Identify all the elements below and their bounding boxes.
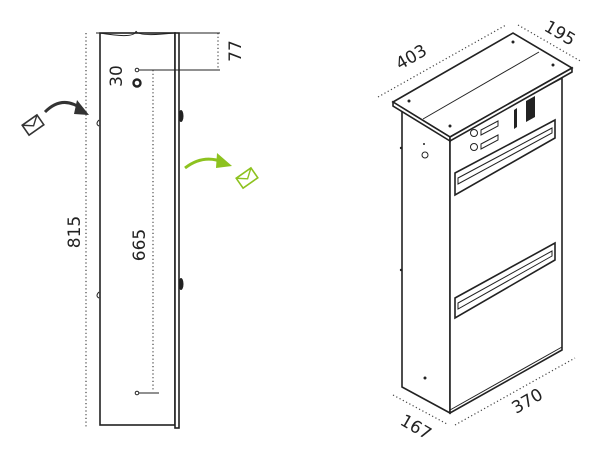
bell-button-icon — [470, 129, 478, 137]
screw — [423, 376, 427, 380]
body-depth-dim-label: 167 — [396, 411, 434, 445]
screw — [551, 63, 555, 67]
mail-slot-flap — [457, 250, 553, 310]
mounting-hole — [132, 78, 142, 88]
top-edge — [96, 30, 182, 37]
body-width-dim-label: 370 — [508, 385, 546, 419]
bottom-edge — [449, 346, 563, 411]
lid-fold-line — [422, 51, 540, 120]
iso-view: 403 195 370 167 — [377, 17, 583, 445]
mounting-hole-marker — [134, 67, 140, 73]
name-plate — [480, 134, 499, 150]
screw — [423, 143, 425, 145]
bell-button-icon — [470, 143, 478, 151]
mail-slot-flap — [457, 127, 553, 185]
screw — [511, 40, 515, 44]
body-depth-dim-line — [392, 394, 448, 425]
body-width-dim-line — [454, 357, 576, 426]
top-offset-dim-label: 77 — [226, 40, 246, 62]
screw — [407, 99, 411, 103]
envelope-icon — [235, 166, 259, 190]
wall-hook — [399, 268, 403, 272]
envelope-icon — [21, 113, 45, 137]
lock-icon — [421, 151, 429, 159]
speaker-grille — [526, 96, 535, 122]
lid-width-dim-label: 403 — [392, 41, 430, 75]
lid-depth-dim-label: 195 — [540, 17, 578, 51]
insert-arrow-icon — [43, 100, 89, 115]
hole-spacing-dim-label: 30 — [107, 65, 127, 87]
lid-width-dim-line — [377, 24, 507, 98]
wall-hook — [96, 119, 100, 299]
hinge — [178, 110, 184, 122]
side-view: 815 77 30 665 — [21, 30, 259, 429]
lid-edge — [449, 66, 573, 143]
front-panel-edge — [174, 32, 180, 429]
side-body — [99, 32, 176, 426]
screw — [448, 124, 452, 128]
retrieve-arrow-icon — [184, 153, 232, 170]
wall-hook — [399, 146, 403, 150]
side-face — [401, 108, 451, 415]
hinge — [178, 278, 184, 290]
intercom-bar — [514, 108, 517, 129]
hole-distance-dim-label: 665 — [130, 229, 150, 261]
mail-slot-upper — [454, 118, 556, 197]
name-plate — [480, 120, 499, 136]
mail-slot-lower — [454, 241, 556, 320]
mounting-hole-marker — [134, 390, 140, 396]
height-dim-label: 815 — [65, 216, 85, 248]
